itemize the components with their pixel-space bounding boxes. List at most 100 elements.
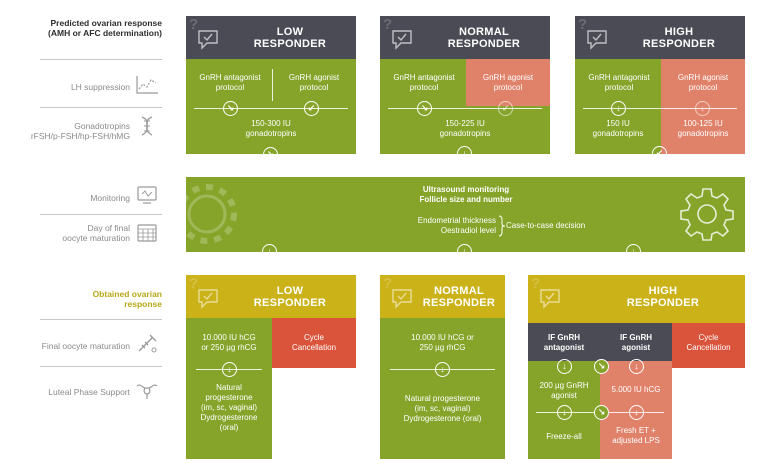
question-icon: ?	[578, 16, 588, 33]
cancellation-cell	[672, 323, 745, 368]
agonist-protocol-label: GnRH agonist protocol	[288, 73, 340, 92]
question-check-icon	[540, 289, 560, 309]
question-icon: ?	[189, 16, 199, 33]
arrow-down-icon: ↓	[557, 359, 572, 374]
card-body: GnRH antagonist protocol GnRH agonist pr…	[186, 59, 356, 154]
decision-label: Case-to-case decision	[506, 221, 586, 230]
divider	[194, 108, 348, 109]
card-title: LOW RESPONDER	[253, 26, 327, 50]
card-title: HIGH RESPONDER	[642, 26, 716, 50]
agonist-protocol-label: GnRH agonist protocol	[482, 73, 534, 92]
final-oocyte-label: Final oocyte maturation	[41, 341, 130, 351]
antagonist-protocol-label: GnRH antagonist protocol	[199, 73, 261, 92]
arrow-diagonal-icon: ↘	[594, 405, 609, 420]
agonist-protocol-label: GnRH agonist protocol	[677, 73, 729, 92]
left-labels: Predicted ovarian response (AMH or AFC d…	[0, 0, 162, 473]
dose-label: 150-225 IU gonadotropins	[439, 119, 491, 138]
hcg-column	[186, 318, 272, 459]
divider	[388, 108, 542, 109]
hcg-dose-label: 10.000 IU hCG or 250 µg rhCG	[411, 333, 474, 352]
luteal-support-label: Luteal Phase Support	[48, 387, 130, 397]
predicted-response-label: Predicted ovarian response (AMH or AFC d…	[48, 18, 162, 38]
card-body: 10.000 IU hCG or 250 µg rhCG ↓ Natural p…	[380, 318, 505, 459]
divider	[583, 108, 737, 109]
arrow-down-icon: ↓	[626, 244, 641, 252]
predicted-low-card: ? LOW RESPONDER GnRH antagonist protocol…	[186, 16, 356, 154]
follicle-label: Follicle size and number	[419, 195, 513, 204]
day-final-label: Day of final oocyte maturation	[62, 223, 130, 243]
question-check-icon	[198, 30, 218, 50]
question-icon: ?	[383, 275, 393, 292]
monitoring-panel: Ultrasound monitoring Follicle size and …	[186, 177, 745, 252]
divider	[40, 319, 162, 320]
monitor-icon	[137, 186, 157, 204]
question-icon: ?	[189, 275, 199, 292]
gear-icon	[680, 188, 734, 241]
chart-icon	[136, 76, 158, 94]
arrow-diagonal-icon: ↘	[417, 101, 432, 116]
monitoring-label: Monitoring	[90, 193, 130, 203]
arrow-diagonal-icon: ↙	[498, 101, 513, 116]
arrow-diagonal-icon: ↙	[652, 146, 667, 154]
divider	[40, 59, 162, 60]
card-header: ? HIGH RESPONDER	[528, 275, 745, 323]
divider	[272, 69, 273, 101]
obtained-normal-card: ? NORMAL RESPONDER 10.000 IU hCG or 250 …	[380, 275, 505, 459]
calendar-icon	[137, 224, 157, 242]
hcg-dose-label: 10.000 IU hCG or 250 µg rhCG	[201, 333, 257, 352]
divider	[40, 214, 162, 215]
gonadotropins-label: Gonadotropins rFSH/p-FSH/hp-FSH/hMG	[30, 121, 130, 141]
luteal-support-label: Natural progesterone (im, sc, vaginal) D…	[403, 394, 482, 423]
card-header: ? LOW RESPONDER	[186, 275, 356, 318]
arrow-down-icon: ↓	[457, 244, 472, 252]
cancellation-label: Cycle Cancellation	[291, 333, 337, 352]
arrow-down-icon: ↓	[457, 146, 472, 154]
agonist-dose-label: 200 µg GnRH agonist	[539, 381, 589, 400]
arrow-diagonal-icon: ↘	[223, 101, 238, 116]
predicted-normal-card: ? NORMAL RESPONDER GnRH antagonist proto…	[380, 16, 550, 154]
arrow-down-icon: ↓	[435, 362, 450, 377]
agonist-cell	[466, 59, 550, 106]
card-title: NORMAL RESPONDER	[447, 26, 521, 50]
if-antagonist-label: IF GnRH antagonist	[543, 333, 585, 352]
if-agonist-label: IF GnRH agonist	[620, 333, 652, 352]
arrow-down-icon: ↓	[222, 362, 237, 377]
if-antagonist-cell	[528, 323, 600, 361]
divider	[40, 107, 162, 108]
question-icon: ?	[383, 16, 393, 33]
hcg-dose-label: 5.000 IU hCG	[611, 385, 661, 394]
card-header: ? LOW RESPONDER	[186, 16, 356, 59]
card-header: ? NORMAL RESPONDER	[380, 16, 550, 59]
obtained-low-card: ? LOW RESPONDER 10.000 IU hCG or 250 µg …	[186, 275, 356, 459]
card-title: LOW RESPONDER	[253, 285, 327, 309]
antagonist-protocol-label: GnRH antagonist protocol	[393, 73, 455, 92]
cancellation-label: Cycle Cancellation	[686, 333, 731, 352]
arrow-down-icon: ↓	[611, 101, 626, 116]
antagonist-protocol-label: GnRH antagonist protocol	[588, 73, 650, 92]
gear-icon	[186, 184, 237, 244]
arrow-down-icon: ↓	[695, 101, 710, 116]
question-check-icon	[587, 30, 607, 50]
luteal-support-label: Natural progesterone (im, sc, vaginal) D…	[200, 383, 258, 432]
freeze-all-label: Freeze-all	[546, 432, 582, 441]
arrow-down-icon: ↓	[629, 405, 644, 420]
fresh-et-label: Fresh ET + adjusted LPS	[612, 426, 660, 445]
card-title: NORMAL RESPONDER	[422, 285, 496, 309]
uterus-icon	[136, 384, 158, 399]
obtained-high-card: ? HIGH RESPONDER IF GnRH antagonist IF G…	[528, 275, 745, 459]
antagonist-dose-label: 150 IU gonadotropins	[592, 119, 644, 138]
card-header: ? HIGH RESPONDER	[575, 16, 745, 59]
arrow-diagonal-icon: ↘	[594, 359, 609, 374]
divider	[40, 366, 162, 367]
syringe-icon	[138, 334, 157, 353]
arrow-diagonal-icon: ↘	[263, 147, 278, 154]
card-header: ? NORMAL RESPONDER	[380, 275, 505, 318]
lh-suppression-label: LH suppression	[70, 82, 130, 92]
arrow-diagonal-icon: ↙	[304, 101, 319, 116]
endometrial-label: Endometrial thickness Oestradiol level	[417, 216, 496, 235]
question-check-icon	[198, 289, 218, 309]
if-agonist-cell	[600, 323, 672, 361]
obtained-response-label: Obtained ovarian response	[92, 289, 162, 309]
question-icon: ?	[531, 275, 541, 292]
ultrasound-label: Ultrasound monitoring	[422, 185, 510, 194]
